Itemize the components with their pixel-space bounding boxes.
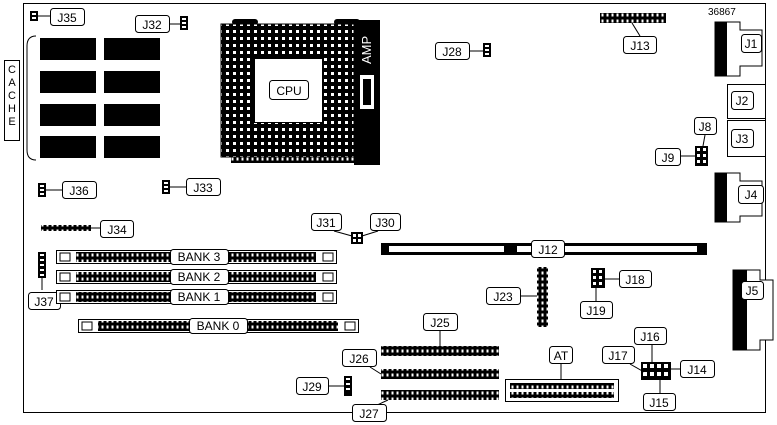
j1-label: J1 bbox=[745, 37, 758, 51]
j31-label: J31 bbox=[316, 216, 336, 230]
j12-label: J12 bbox=[538, 243, 558, 257]
j28-label: J28 bbox=[442, 45, 462, 59]
part-number: 36867 bbox=[708, 7, 736, 18]
j27-header bbox=[381, 390, 499, 400]
j33-label: J33 bbox=[193, 181, 213, 195]
cpu-lever-bottom bbox=[231, 157, 354, 163]
bank-1-label: BANK 1 bbox=[178, 290, 221, 304]
j13-header bbox=[600, 13, 666, 23]
cpu-label-box bbox=[269, 80, 309, 100]
bank-2-label: BANK 2 bbox=[178, 270, 221, 284]
bank-0-label: BANK 0 bbox=[197, 319, 240, 333]
j27-label: J27 bbox=[359, 407, 379, 421]
j34-header bbox=[41, 225, 91, 231]
j4-label: J4 bbox=[745, 188, 758, 202]
j5-label: J5 bbox=[746, 284, 759, 298]
cache-label: C A C H E bbox=[8, 64, 16, 128]
j19-label: J19 bbox=[586, 304, 606, 318]
j13-label: J13 bbox=[630, 39, 650, 53]
cpu-label: CPU bbox=[276, 84, 301, 98]
svg-text:H: H bbox=[8, 103, 16, 115]
j8-label: J8 bbox=[699, 120, 712, 134]
j25-header bbox=[381, 346, 499, 356]
j26-label: J26 bbox=[349, 352, 369, 366]
cache-bracket bbox=[26, 35, 37, 161]
bank-3-label: BANK 3 bbox=[178, 250, 221, 264]
j8-j9-jumper bbox=[695, 146, 708, 166]
j29-jumper bbox=[344, 376, 352, 396]
cache-label-box bbox=[4, 60, 20, 141]
cpu-lever-slot-inner bbox=[363, 79, 371, 105]
j16-label: J16 bbox=[640, 330, 660, 344]
j2-label: J2 bbox=[736, 94, 749, 108]
j26-header bbox=[381, 369, 499, 379]
j37-label: J37 bbox=[34, 295, 54, 309]
j18-label: J18 bbox=[625, 273, 645, 287]
j36-label: J36 bbox=[69, 184, 89, 198]
j14-j17-jumpers bbox=[641, 362, 671, 380]
j34-label: J34 bbox=[107, 223, 127, 237]
j30-j31-jumpers bbox=[351, 232, 363, 244]
j35-label: J35 bbox=[57, 11, 77, 25]
bank-3-slot: BANK 3 bbox=[56, 249, 337, 265]
svg-text:E: E bbox=[8, 116, 15, 128]
j3-label: J3 bbox=[736, 132, 749, 146]
bank-0-slot: BANK 0 bbox=[78, 318, 359, 334]
j14-label: J14 bbox=[687, 363, 707, 377]
j17-label: J17 bbox=[608, 349, 628, 363]
bank-1-slot: BANK 1 bbox=[56, 289, 337, 305]
j35-jumper bbox=[30, 11, 38, 21]
cache-chips bbox=[40, 38, 160, 158]
svg-text:C: C bbox=[8, 90, 16, 102]
j32-label: J32 bbox=[142, 18, 162, 32]
svg-text:C: C bbox=[8, 64, 16, 76]
j23-label: J23 bbox=[493, 290, 513, 304]
bank-2-slot: BANK 2 bbox=[56, 269, 337, 285]
svg-text:A: A bbox=[8, 77, 16, 89]
j30-label: J30 bbox=[375, 216, 395, 230]
at-label: AT bbox=[554, 349, 569, 363]
j15-label: J15 bbox=[649, 396, 669, 410]
socket-brand: AMP bbox=[359, 36, 374, 64]
j25-label: J25 bbox=[430, 316, 450, 330]
j29-label: J29 bbox=[302, 380, 322, 394]
at-connector bbox=[505, 379, 619, 402]
j23-header bbox=[537, 267, 548, 327]
j9-label: J9 bbox=[662, 151, 675, 165]
